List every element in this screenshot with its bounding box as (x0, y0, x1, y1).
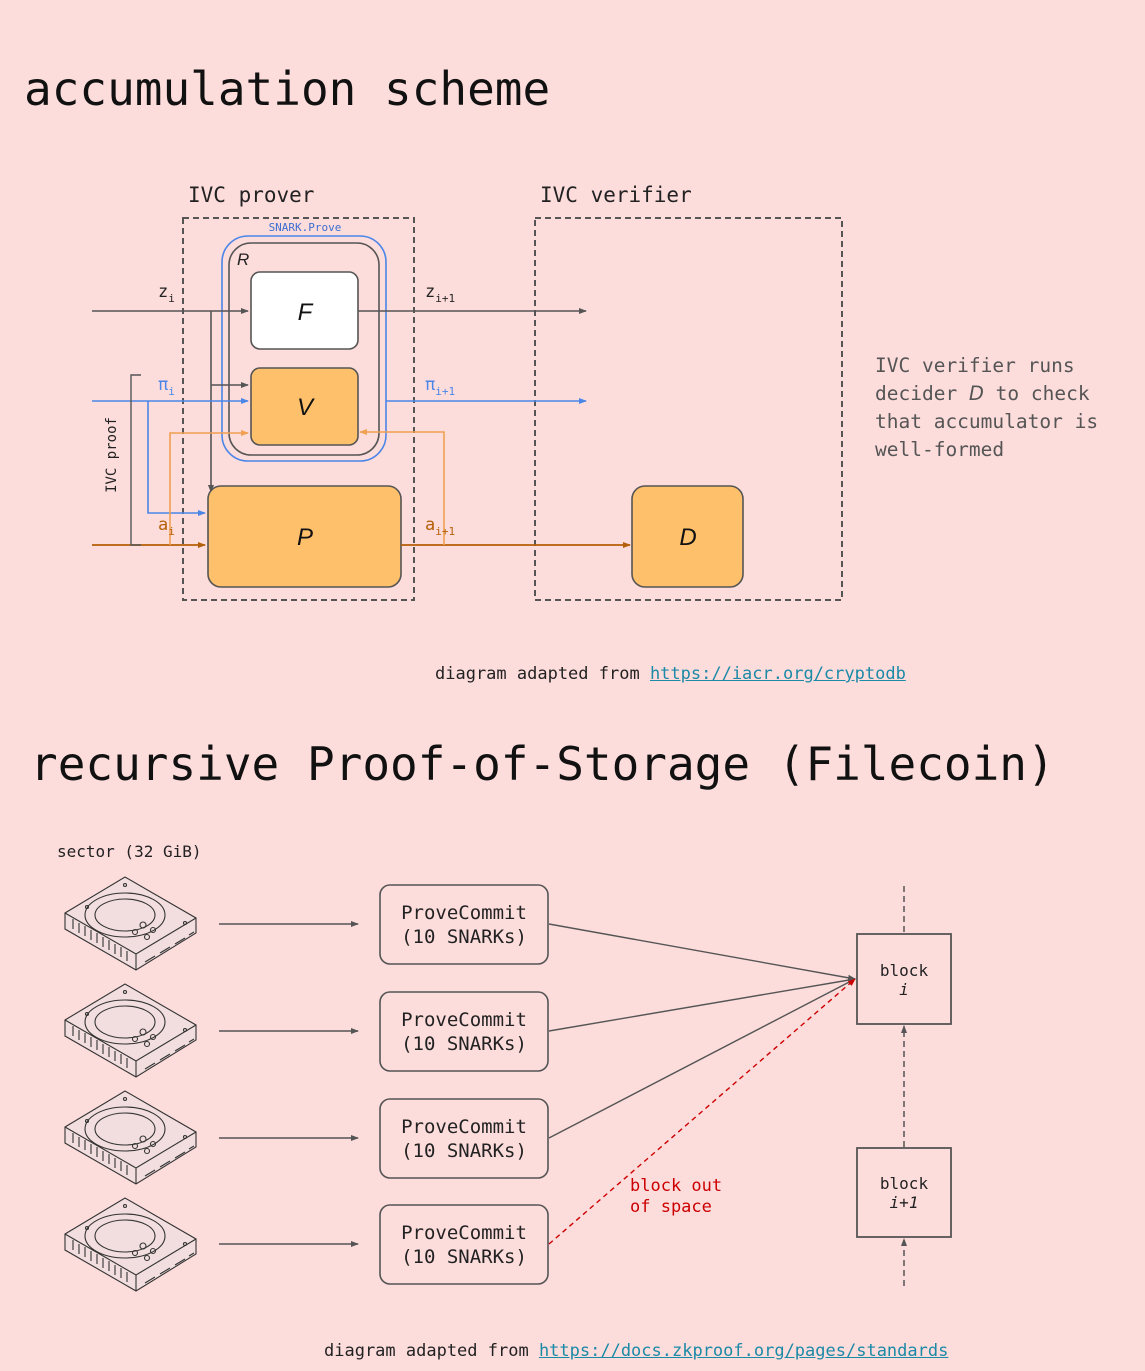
sector-label: sector (32 GiB) (57, 842, 202, 861)
a-i1-label: ai+1 (425, 515, 455, 538)
note-line1: IVC verifier runs (875, 354, 1075, 377)
r-box (228, 242, 380, 456)
ivc-proof-bracket (130, 374, 141, 546)
hard-drive-icon (64, 983, 197, 1078)
credit-2: diagram adapted from https://docs.zkproo… (324, 1341, 948, 1361)
d-box (631, 485, 744, 588)
snark-prove-box (221, 235, 387, 462)
credit-2-link[interactable]: https://docs.zkproof.org/pages/standards (538, 1341, 949, 1361)
credit-1-text: diagram adapted from (435, 664, 650, 684)
verifier-note: IVC verifier runs decider D to check tha… (875, 352, 1135, 464)
note-line3: that accumulator is (875, 410, 1099, 433)
commit-2-to-block-arrow (548, 977, 856, 1032)
credit-2-text: diagram adapted from (324, 1341, 539, 1361)
pi-i-to-p-arrow (147, 401, 206, 516)
provecommit-2-line2: (10 SNARKs) (401, 1033, 527, 1055)
ivc-prover-box (182, 217, 415, 601)
block-i-line2: i (899, 980, 909, 999)
provecommit-4-line1: ProveCommit (401, 1222, 527, 1244)
v-label: V (297, 394, 315, 421)
a-i1-to-v-arrow (359, 429, 445, 545)
section2-title: recursive Proof-of-Storage (Filecoin) (30, 737, 1055, 791)
out-of-space-line2: of space (630, 1197, 712, 1217)
provecommit-2-line1: ProveCommit (401, 1009, 527, 1031)
snark-prove-label: SNARK.Prove (269, 221, 342, 234)
ivc-proof-label: IVC proof (104, 417, 120, 493)
credit-1-link[interactable]: https://iacr.org/cryptodb (649, 664, 906, 684)
note-line4: well-formed (875, 438, 1005, 461)
p-label: P (297, 524, 313, 551)
a-i-to-v-arrow (169, 430, 249, 545)
block-i1-box (856, 1147, 952, 1238)
z-i-label: zi (158, 282, 175, 305)
ivc-prover-label: IVC prover (188, 183, 314, 207)
credit-1: diagram adapted from https://iacr.org/cr… (435, 664, 906, 684)
section1-title: accumulation scheme (24, 62, 551, 116)
commit-1-to-block-arrow (548, 923, 856, 981)
r-label: R (237, 250, 249, 269)
out-of-space-line1: block out (630, 1176, 722, 1196)
block-i1-line1: block (880, 1174, 929, 1193)
hard-drive-icon (64, 1090, 197, 1185)
provecommit-box-1 (379, 884, 549, 965)
f-label: F (298, 299, 314, 326)
z-i1-label: zi+1 (425, 282, 455, 305)
hard-drive-icon (64, 1197, 197, 1292)
provecommit-box-3 (379, 1098, 549, 1179)
provecommit-1-line2: (10 SNARKs) (401, 926, 527, 948)
commit-3-to-block-arrow (548, 978, 856, 1139)
provecommit-1-line1: ProveCommit (401, 902, 527, 924)
provecommit-4-line2: (10 SNARKs) (401, 1246, 527, 1268)
p-box (207, 485, 402, 588)
commit-4-to-block-arrow (548, 978, 856, 1245)
block-i-line1: block (880, 961, 929, 980)
provecommit-box-2 (379, 991, 549, 1072)
hard-drive-icon (64, 876, 197, 971)
block-i1-line2: i+1 (890, 1193, 919, 1212)
ivc-verifier-box (534, 217, 843, 601)
v-box (250, 367, 359, 446)
ivc-verifier-label: IVC verifier (540, 183, 692, 207)
a-i-label: ai (158, 515, 175, 538)
d-label: D (679, 524, 696, 551)
block-i-box (856, 933, 952, 1025)
pi-i-label: πi (158, 375, 175, 398)
pi-i1-label: πi+1 (425, 375, 455, 398)
provecommit-3-line1: ProveCommit (401, 1116, 527, 1138)
provecommit-box-4 (379, 1204, 549, 1285)
note-line2: decider D to check (875, 382, 1090, 405)
provecommit-3-line2: (10 SNARKs) (401, 1140, 527, 1162)
